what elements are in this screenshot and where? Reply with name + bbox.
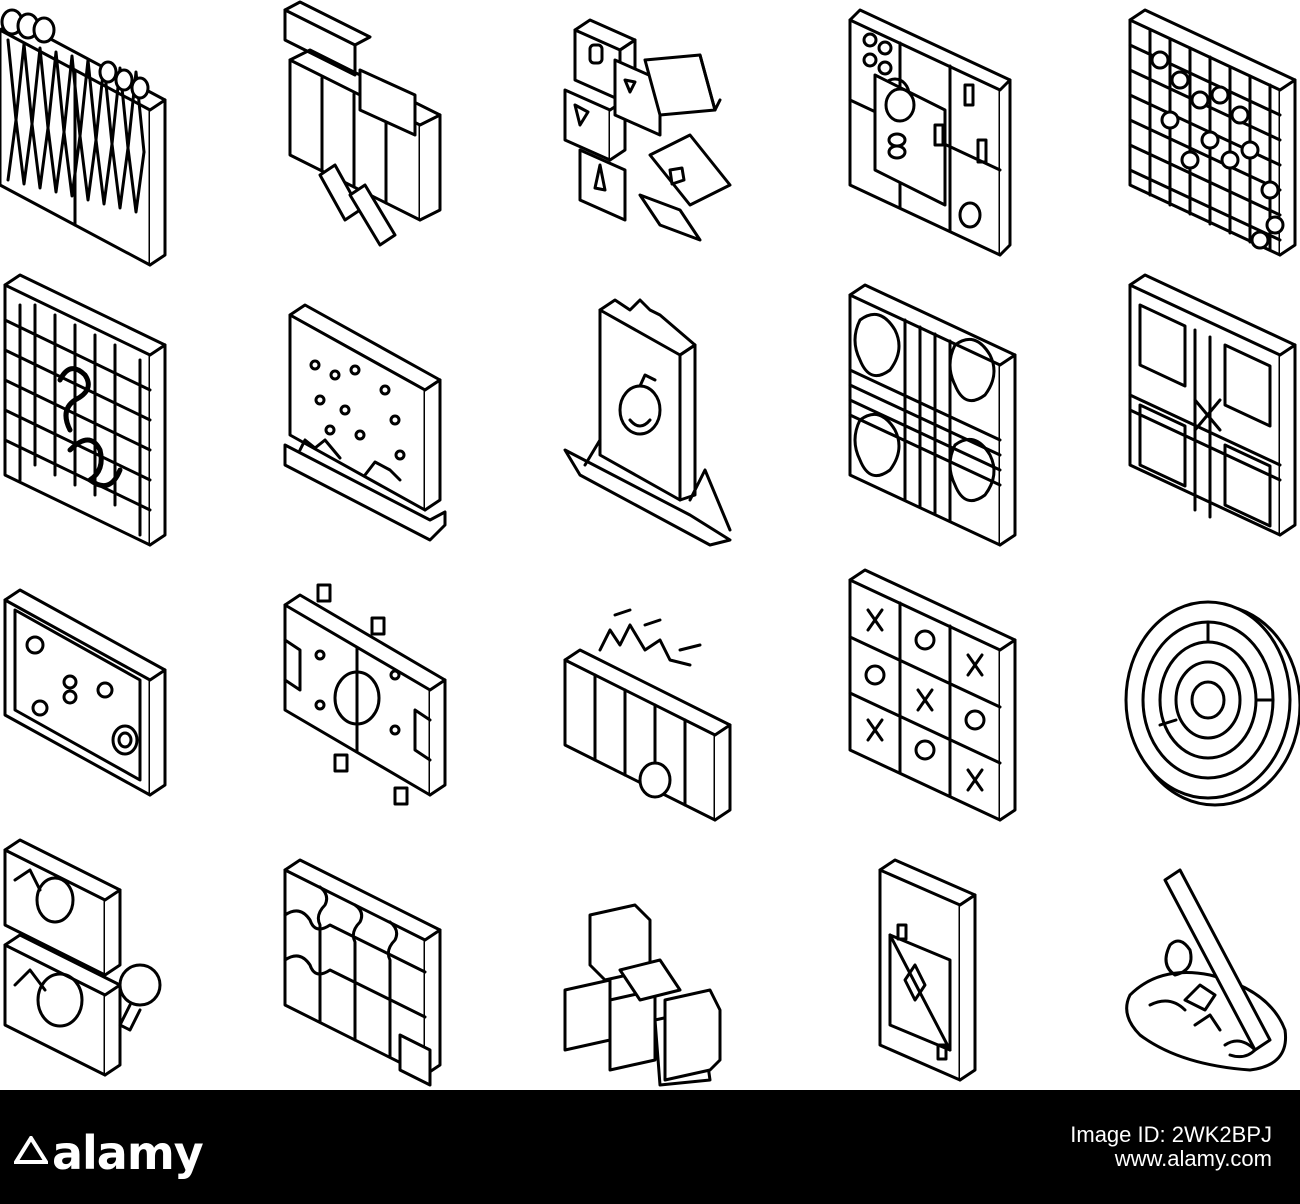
image-id: Image ID: 2WK2BPJ [1070,1122,1272,1147]
table-football-icon [283,583,447,806]
brand-logo: alamy [52,1126,204,1180]
domino-icon [283,0,442,247]
go-board-icon [1128,8,1297,257]
air-hockey-icon [3,588,167,797]
footer-bar [0,1090,1300,1204]
ludo-squares-icon [1128,273,1297,537]
alamy-logo-icon [14,1136,48,1164]
site-url: www.alamy.com [1114,1146,1272,1171]
toy-blocks-icon [563,903,722,1087]
isometric-icon-set [0,0,1300,1087]
jigsaw-puzzle-icon [283,858,442,1087]
card-tiles-icon [848,8,1012,257]
ludo-board-icon [848,283,1017,547]
tumbling-tower-icon [563,608,732,822]
tic-tac-toe-icon [848,568,1017,822]
maze-icon [1124,600,1300,807]
icon-sheet [0,0,1300,1087]
fishing-game-icon [1125,868,1288,1072]
tower-bomb-icon [563,298,732,547]
backgammon-icon [0,8,167,267]
board-pieces-icon [283,303,447,542]
picture-cards-icon [3,838,162,1077]
dice-icon [563,18,732,242]
playing-card-icon [878,858,977,1082]
snakes-ladders-icon [3,273,167,547]
